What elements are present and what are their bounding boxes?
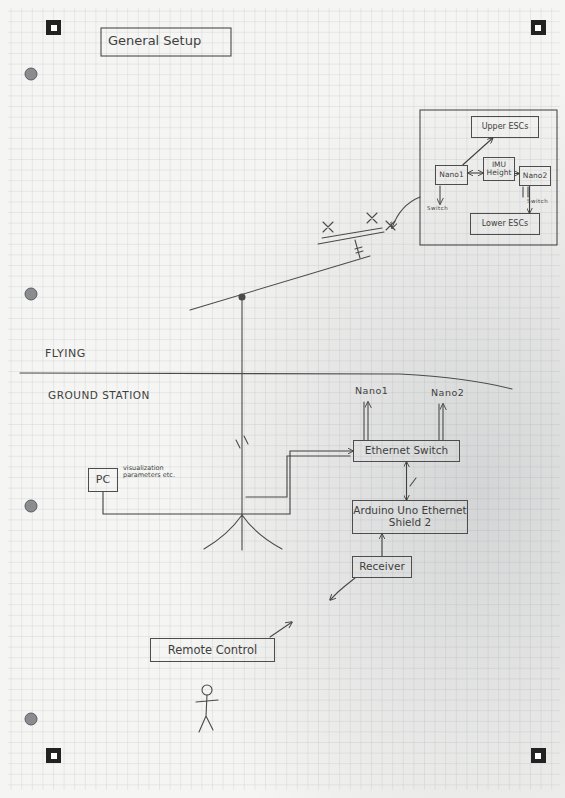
nano-link-arrow	[364, 402, 368, 440]
box-label: Arduino Uno Ethernet Shield 2	[353, 505, 467, 528]
punch-hole	[25, 500, 37, 512]
tripod-legs	[204, 515, 282, 550]
drone-mount	[355, 240, 363, 258]
component-box: Receiver	[352, 556, 412, 578]
pencil-tick	[410, 478, 416, 486]
corner-notch	[51, 753, 57, 759]
sketch-label: FLYING	[45, 347, 86, 360]
sketch-label: GROUND STATION	[48, 389, 150, 401]
punch-holes	[25, 68, 37, 725]
sketch-label: Switch	[527, 198, 548, 204]
remote-antenna	[270, 622, 292, 637]
box-label: Nano1	[439, 171, 463, 179]
rig-cable	[246, 456, 350, 497]
connector-arrow	[468, 172, 483, 173]
corner-notch	[51, 25, 57, 31]
inset-frame	[420, 110, 557, 245]
connector-arrow	[103, 451, 353, 514]
corner-marker	[46, 748, 61, 763]
box-label: Lower ESCs	[482, 220, 528, 229]
punch-hole	[25, 288, 37, 300]
component-box: Lower ESCs	[470, 213, 540, 235]
component-box: Arduino Uno Ethernet Shield 2	[352, 500, 468, 534]
operator-figure	[196, 695, 218, 732]
punch-hole	[25, 68, 37, 80]
box-label: Upper ESCs	[482, 123, 529, 132]
page-title: General Setup	[108, 33, 201, 48]
title-box	[101, 28, 231, 56]
corner-notch	[535, 753, 541, 759]
operator-head	[202, 685, 212, 695]
component-box: Remote Control	[150, 638, 275, 662]
box-label: Ethernet Switch	[365, 445, 448, 457]
corner-marker	[531, 20, 546, 35]
box-note: visualization parameters etc.	[123, 465, 175, 480]
connector-arrow	[463, 138, 493, 165]
sketch-label: Nano1	[355, 385, 388, 396]
switch-arrow	[439, 186, 440, 204]
nano-link-arrow	[439, 404, 443, 440]
punch-hole	[25, 713, 37, 725]
box-label: IMU Height	[484, 161, 514, 178]
connector-arrow	[381, 534, 382, 556]
rig-pole	[241, 300, 242, 515]
connector-arrow	[406, 462, 407, 500]
test-rig-beam	[190, 256, 370, 310]
drone-frame	[318, 228, 384, 244]
box-label: Nano2	[523, 172, 547, 180]
box-label: PC	[96, 474, 110, 486]
corner-markers	[46, 20, 546, 763]
corner-marker	[531, 748, 546, 763]
switch-arrow	[523, 187, 528, 197]
box-label: Remote Control	[168, 644, 258, 657]
corner-notch	[535, 25, 541, 31]
sketch	[20, 28, 557, 732]
component-box: IMU Height	[483, 157, 515, 181]
box-label: Receiver	[359, 561, 404, 573]
flying-ground-divider	[20, 373, 512, 389]
component-box: Upper ESCs	[471, 116, 539, 138]
component-box: Ethernet Switch	[353, 440, 460, 462]
rotor-mark	[323, 213, 395, 232]
component-box: Nano1	[435, 165, 468, 185]
sketch-label: Switch	[427, 205, 448, 211]
pivot-joint	[239, 294, 245, 300]
receiver-antenna	[330, 578, 355, 600]
component-box: Nano2	[519, 166, 551, 186]
sketch-label: Nano2	[431, 387, 464, 398]
inset-pointer	[392, 197, 420, 228]
corner-marker	[46, 20, 61, 35]
component-box: PCvisualization parameters etc.	[88, 468, 118, 492]
pole-break-mark	[236, 436, 248, 448]
